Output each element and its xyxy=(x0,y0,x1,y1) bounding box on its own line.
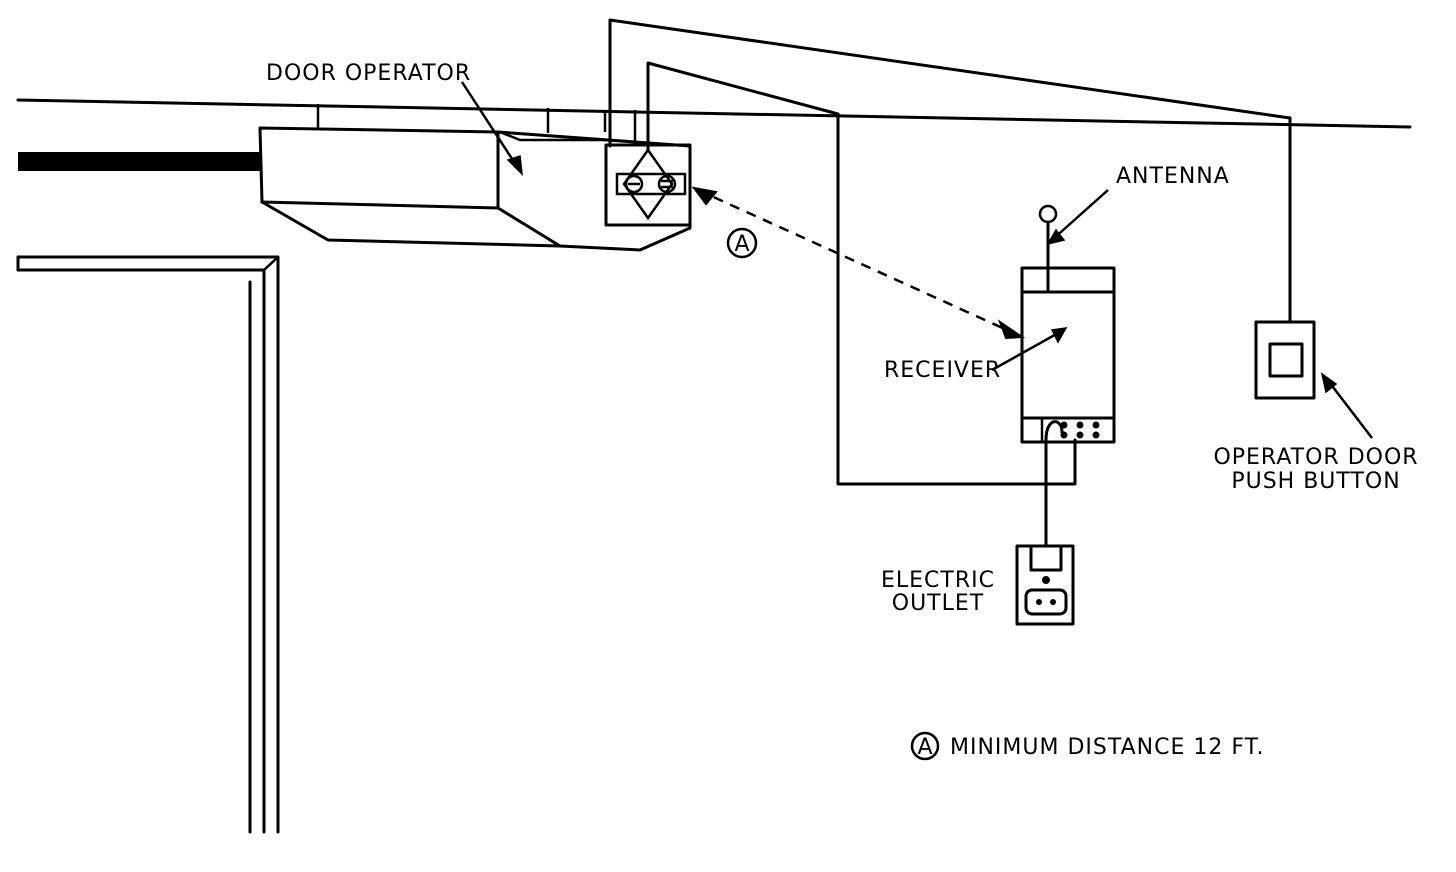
antenna-label: ANTENNA xyxy=(1116,164,1230,189)
receiver-indicator-dots xyxy=(1060,421,1100,439)
distance-arrow-head-receiver xyxy=(997,319,1025,340)
legend-text: MINIMUM DISTANCE 12 FT. xyxy=(950,735,1264,760)
receiver xyxy=(1020,266,1116,444)
distance-marker-circle xyxy=(726,227,758,259)
push-button xyxy=(1254,320,1316,400)
outlet-label-line1: ELECTRIC xyxy=(881,568,995,593)
leader-arrows xyxy=(460,81,1373,439)
receiver-wire-loop xyxy=(836,112,1077,486)
operator-rail xyxy=(18,152,262,171)
ceiling-line xyxy=(16,98,1412,129)
electric-outlet xyxy=(1015,544,1075,626)
receiver-label: RECEIVER xyxy=(884,358,1001,383)
operator-receiver-module xyxy=(604,143,692,227)
legend-marker-circle xyxy=(910,731,940,761)
operator-wiring xyxy=(608,18,1292,152)
outlet-label-line2: OUTLET xyxy=(892,591,984,616)
push-button-label-line1: OPERATOR DOOR xyxy=(1213,445,1418,470)
operator-hangers xyxy=(316,104,637,142)
distance-marker-letter: A xyxy=(734,232,749,257)
distance-arrow-head-operator xyxy=(691,186,718,206)
antenna xyxy=(1038,204,1058,294)
push-button-label-line2: PUSH BUTTON xyxy=(1231,469,1400,494)
distance-line xyxy=(697,188,1019,337)
legend-marker-letter: A xyxy=(917,735,932,760)
door-operator-label: DOOR OPERATOR xyxy=(266,61,471,86)
door-frame xyxy=(16,255,280,834)
